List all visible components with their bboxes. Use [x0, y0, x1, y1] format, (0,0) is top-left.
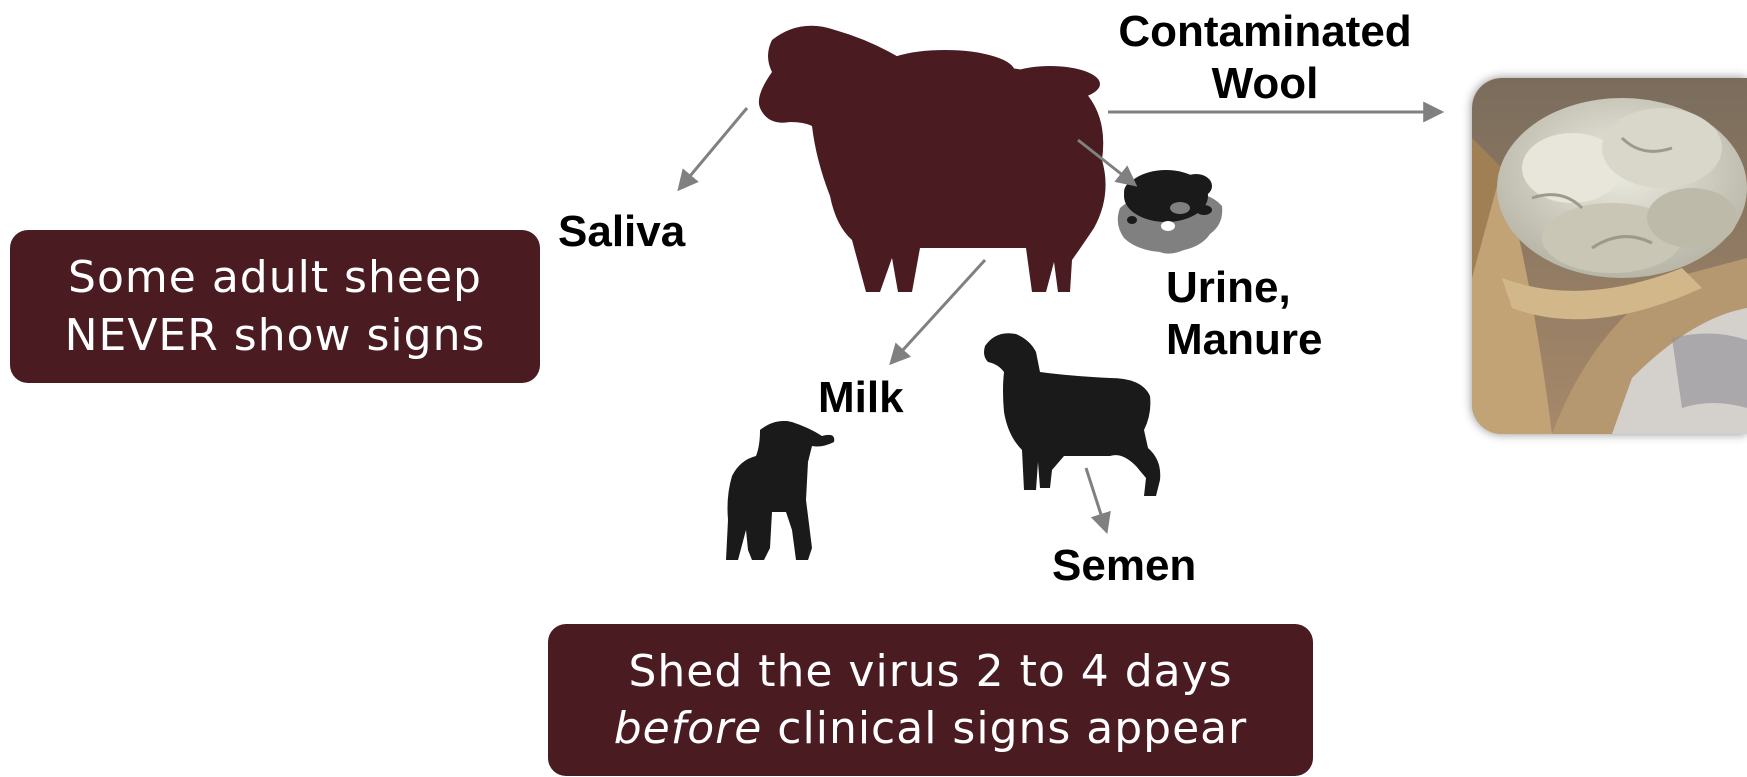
wool-label-line1: Contaminated: [1080, 6, 1450, 58]
callout-bottom-line2: before clinical signs appear: [614, 700, 1248, 757]
urine-label-line1: Urine,: [1166, 262, 1322, 314]
wool-bag-image: [1472, 78, 1747, 434]
wool-bag-photo: [1472, 78, 1747, 434]
callout-bottom-line1: Shed the virus 2 to 4 days: [628, 643, 1232, 700]
milk-label: Milk: [818, 372, 904, 424]
wool-label-line2: Wool: [1080, 58, 1450, 110]
callout-left-line2: NEVER show signs: [65, 307, 486, 364]
ram-icon: [984, 333, 1160, 496]
saliva-label: Saliva: [558, 206, 685, 258]
callout-before-emphasis: before: [614, 703, 763, 754]
urine-manure-label: Urine, Manure: [1166, 262, 1322, 366]
callout-never-show-signs: Some adult sheep NEVER show signs: [10, 230, 540, 383]
callout-shed-virus: Shed the virus 2 to 4 days before clinic…: [548, 624, 1313, 776]
arrow-to-saliva: [680, 108, 747, 188]
semen-label: Semen: [1052, 540, 1196, 592]
callout-bottom-line2-rest: clinical signs appear: [762, 703, 1247, 754]
contaminated-wool-label: Contaminated Wool: [1080, 6, 1450, 110]
arrow-to-semen: [1086, 468, 1106, 530]
adult-sheep-icon: [759, 26, 1106, 292]
lamb-icon: [726, 421, 834, 560]
urine-label-line2: Manure: [1166, 314, 1322, 366]
callout-left-line1: Some adult sheep: [68, 249, 482, 306]
